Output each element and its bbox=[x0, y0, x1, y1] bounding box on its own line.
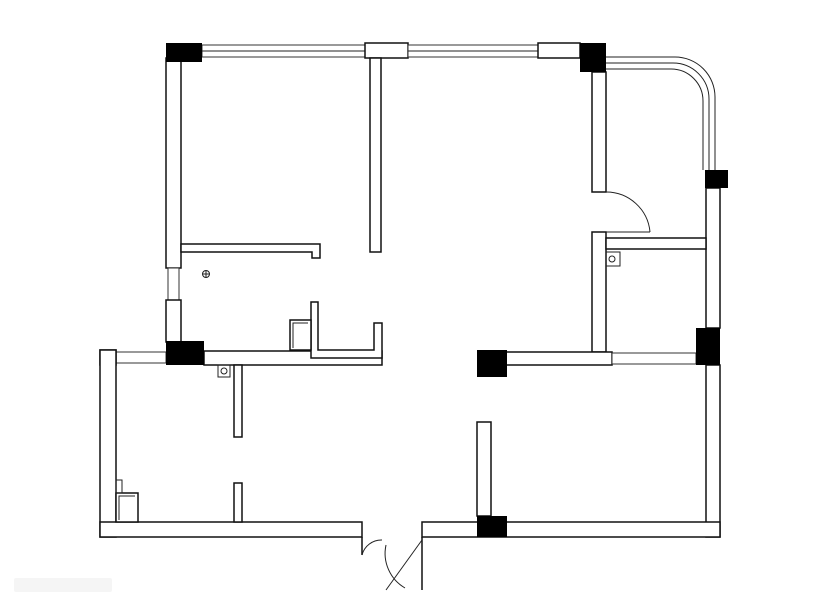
wall-closet bbox=[310, 301, 383, 359]
wall-bottom-left bbox=[99, 521, 363, 538]
column-icon bbox=[705, 170, 728, 188]
appliance-icon bbox=[115, 479, 139, 523]
wall-interior-v2 bbox=[591, 71, 607, 193]
window-curved bbox=[606, 56, 716, 170]
pipe-icon bbox=[217, 364, 231, 378]
window-interior bbox=[611, 352, 697, 365]
door-swing-icon bbox=[605, 191, 651, 233]
pipe-icon bbox=[606, 251, 621, 267]
wall-right-upper bbox=[705, 187, 721, 329]
wall-interior-v5 bbox=[233, 364, 243, 438]
door-swing-icon bbox=[361, 539, 423, 591]
column-icon bbox=[477, 350, 507, 377]
window-left bbox=[167, 267, 180, 301]
wall-interior-v4 bbox=[476, 421, 492, 517]
appliance-icon bbox=[289, 319, 312, 351]
wall-top-mid bbox=[364, 42, 409, 59]
column-icon bbox=[166, 43, 202, 62]
watermark bbox=[14, 578, 112, 592]
wall-left-upper bbox=[165, 57, 182, 269]
column-icon bbox=[477, 516, 507, 537]
window-top-right bbox=[407, 44, 539, 58]
wall-top-right bbox=[537, 42, 581, 59]
wall-entry-stub bbox=[361, 537, 423, 590]
wall-left-mid bbox=[165, 299, 182, 343]
wall-interior-v6 bbox=[233, 482, 243, 523]
wall-bottom-right bbox=[421, 521, 721, 538]
wall-interior-h2 bbox=[605, 237, 707, 250]
wall-interior-h3 bbox=[499, 351, 613, 366]
wall-interior-v3 bbox=[591, 231, 607, 353]
wall-right-lower bbox=[705, 364, 721, 538]
wall-left-lower bbox=[99, 349, 117, 538]
window-lower-left-top bbox=[115, 351, 167, 364]
column-icon bbox=[166, 341, 204, 365]
window-top-left bbox=[201, 44, 366, 58]
wall-interior-h1 bbox=[180, 243, 321, 259]
column-icon bbox=[580, 43, 606, 72]
column-icon bbox=[696, 328, 720, 365]
floor-drain-icon bbox=[202, 270, 210, 278]
wall-interior-v1 bbox=[369, 57, 382, 253]
